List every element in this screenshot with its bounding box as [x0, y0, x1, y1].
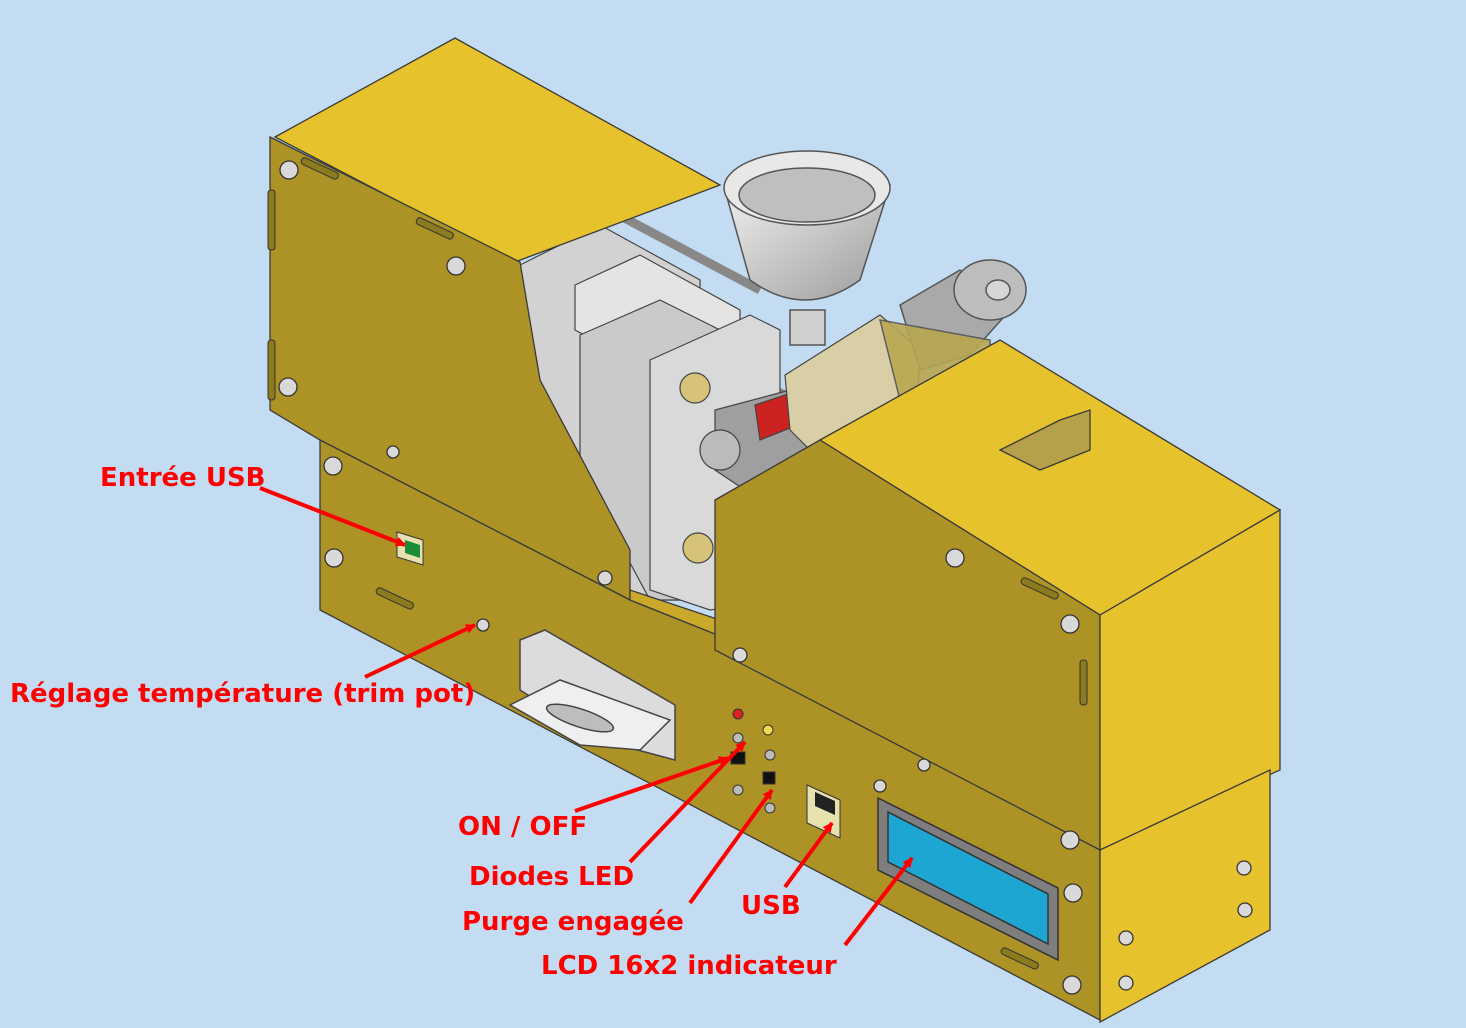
arrow-usb	[783, 821, 834, 889]
arrow-lcd	[843, 856, 914, 947]
panel-slots	[267, 157, 1088, 970]
arrow-leds	[628, 740, 747, 864]
label-leds: Diodes LED	[469, 862, 635, 892]
label-on-off: ON / OFF	[458, 812, 588, 842]
right-housing	[714, 339, 1282, 1024]
arrow-usb-input	[259, 486, 406, 547]
label-usb: USB	[741, 891, 801, 921]
label-purge: Purge engagée	[462, 907, 684, 937]
annotation-arrows	[259, 486, 914, 947]
lcd-display	[877, 796, 1059, 962]
hopper	[723, 150, 892, 346]
label-usb-input: Entrée USB	[100, 463, 266, 493]
arrow-on-off	[574, 756, 729, 813]
label-lcd: LCD 16x2 indicateur	[541, 951, 837, 981]
arrow-temperature	[364, 623, 476, 679]
label-temperature: Réglage température (trim pot)	[10, 679, 476, 709]
arrow-purge	[688, 788, 774, 905]
purge-handle	[508, 629, 676, 761]
control-panel	[730, 708, 776, 814]
screws	[278, 160, 1253, 995]
